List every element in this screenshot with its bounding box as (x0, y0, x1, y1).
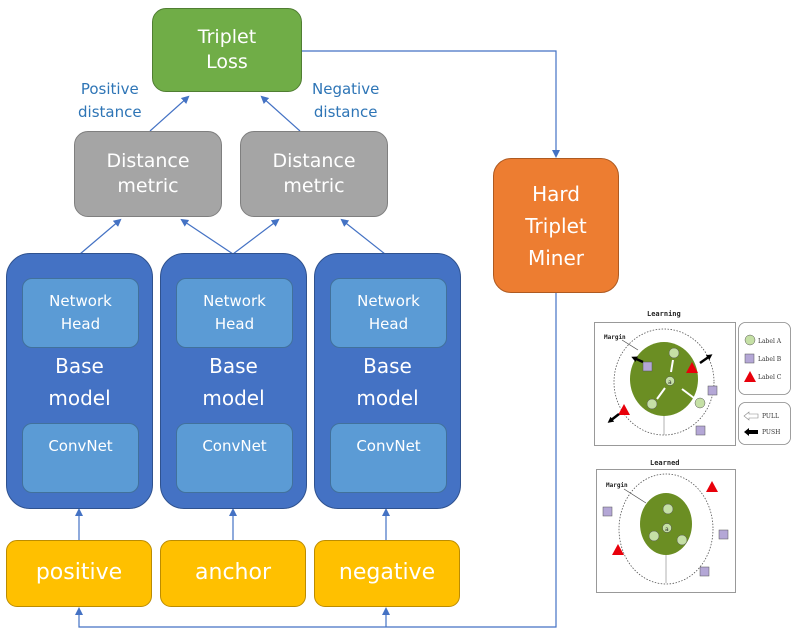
positive-distance-line2: distance (78, 102, 142, 121)
legend-label-b: Label B (758, 356, 782, 363)
anchor-point (665, 376, 675, 386)
distance-metric-2-line2: metric (283, 175, 345, 197)
legend-push: PUSH (762, 429, 780, 436)
negative-distance-line1: Negative (312, 80, 380, 98)
base-model-label: Base model (7, 350, 152, 414)
distance-metric-box-2: Distance metric (240, 131, 388, 217)
network-head-line1: Network (203, 291, 266, 310)
learning-title: Learning (647, 310, 681, 318)
input-anchor-label: anchor (195, 560, 271, 586)
base-model-line1: Base (55, 354, 104, 378)
negative-distance-line2: distance (313, 102, 378, 121)
network-head-block: Network Head (22, 278, 139, 348)
label-a-point (676, 534, 688, 546)
label-c-point (686, 362, 698, 373)
triplet-loss-box: Triplet Loss (152, 8, 302, 92)
anchor-symbol: a (668, 379, 672, 386)
learning-panel: Margin a (594, 322, 736, 446)
arrow-anchor-to-dist1 (180, 218, 234, 255)
negative-distance-label: Negative distance (312, 78, 379, 123)
cluster-region (630, 342, 698, 416)
miner-line3: Miner (527, 245, 584, 270)
convnet-label: ConvNet (202, 437, 267, 455)
miner-line2: Triplet (525, 213, 587, 238)
input-negative: negative (314, 540, 460, 607)
base-model-line1: Base (209, 354, 258, 378)
label-c-point (612, 544, 624, 555)
label-b-point (718, 529, 729, 540)
margin-label: Margin (606, 482, 628, 489)
legend-labels: Label A Label B Label C (738, 322, 792, 396)
label-b-point (642, 361, 653, 372)
input-negative-label: negative (338, 560, 436, 586)
convnet-block: ConvNet (330, 423, 447, 493)
anchor-symbol: a (665, 526, 669, 533)
network-head-block: Network Head (330, 278, 447, 348)
distance-metric-box-1: Distance metric (74, 131, 222, 217)
triplet-loss-line1: Triplet (197, 26, 257, 49)
base-model-anchor: Network Head Base model ConvNet (160, 253, 307, 509)
label-c-point (706, 481, 718, 492)
network-head-line2: Head (60, 315, 101, 333)
hard-triplet-miner-box: Hard Triplet Miner (493, 158, 619, 293)
network-head-block: Network Head (176, 278, 293, 348)
network-head-line1: Network (357, 291, 420, 310)
label-a-point (668, 347, 680, 359)
distance-metric-1-line1: Distance (106, 150, 190, 173)
convnet-label: ConvNet (356, 437, 421, 455)
input-positive: positive (6, 540, 152, 607)
label-b-point (707, 385, 718, 396)
base-model-negative: Network Head Base model ConvNet (314, 253, 461, 509)
base-model-line2: model (202, 386, 265, 410)
input-anchor: anchor (160, 540, 306, 607)
learned-panel: Margin a (596, 469, 736, 593)
label-b-point (602, 506, 613, 517)
margin-label: Margin (604, 334, 626, 341)
convnet-label: ConvNet (48, 437, 113, 455)
arrow-anchor-to-dist2 (232, 218, 280, 255)
pull-arrow-icon (743, 411, 759, 421)
arrow-loss-to-miner (302, 50, 560, 158)
label-a-point (662, 503, 674, 515)
learned-title: Learned (650, 459, 680, 467)
label-b-point (699, 566, 710, 577)
input-positive-label: positive (35, 560, 123, 586)
legend-label-a: Label A (758, 338, 782, 345)
arrow-pos-to-dist1 (79, 218, 122, 255)
arrow-neg-to-dist2 (340, 218, 386, 255)
label-c-point (618, 404, 630, 415)
anchor-point (662, 523, 672, 533)
distance-metric-1-line2: metric (117, 175, 179, 197)
feedback-line (75, 293, 557, 628)
distance-metric-2-line1: Distance (272, 150, 356, 173)
margin-boundary (613, 328, 715, 436)
legend-pull: PULL (762, 413, 779, 420)
network-head-line2: Head (368, 315, 409, 333)
convnet-block: ConvNet (176, 423, 293, 493)
triplet-loss-line2: Loss (206, 51, 248, 73)
positive-distance-label: Positive distance (78, 78, 142, 123)
convnet-block: ConvNet (22, 423, 139, 493)
legend-forces: PULL PUSH (738, 402, 792, 446)
margin-boundary (618, 473, 714, 585)
base-model-positive: Network Head Base model ConvNet (6, 253, 153, 509)
network-head-line2: Head (214, 315, 255, 333)
base-model-line2: model (48, 386, 111, 410)
base-model-label: Base model (315, 350, 460, 414)
label-a-point (694, 397, 706, 409)
label-a-point (646, 398, 658, 410)
label-b-point (695, 425, 706, 436)
base-model-label: Base model (161, 350, 306, 414)
push-arrow-icon (744, 428, 758, 436)
label-a-point (648, 530, 660, 542)
base-model-line2: model (356, 386, 419, 410)
positive-distance-line1: Positive (80, 80, 139, 98)
miner-line1: Hard (532, 181, 580, 206)
arrow-posdist-to-loss (149, 95, 190, 132)
legend-label-c: Label C (758, 374, 782, 381)
network-head-line1: Network (49, 291, 112, 310)
base-model-line1: Base (363, 354, 412, 378)
arrow-negdist-to-loss (260, 95, 301, 132)
